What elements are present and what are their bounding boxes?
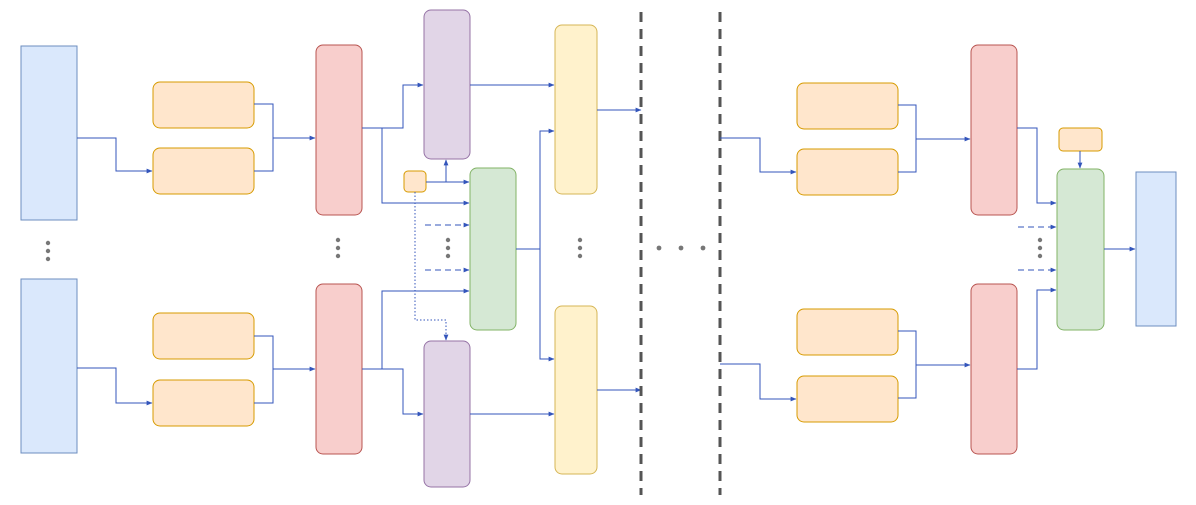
feature-block-4 <box>152 379 255 427</box>
edge-fusion-to-output-bottom <box>539 249 555 362</box>
final-control-block <box>1058 127 1103 152</box>
edge-merge-top-to-branch-top <box>362 82 424 129</box>
horizontal-ellipsis <box>656 245 706 251</box>
edge-final-merge-top-to-fusion <box>1017 127 1057 206</box>
edge-input-top-to-feature-2 <box>77 137 153 174</box>
edge-merge-bottom-to-fusion <box>381 288 470 369</box>
input-block-top <box>20 45 78 221</box>
input-block-bottom <box>20 278 78 454</box>
merge-block-top <box>315 44 363 216</box>
final-feature-block-1 <box>796 82 899 130</box>
edge-final-features-top-to-merge <box>898 104 970 173</box>
merge-block-bottom <box>315 283 363 455</box>
feature-block-3 <box>152 312 255 360</box>
vertical-ellipsis-final-fusion-inputs <box>1037 237 1043 259</box>
feature-block-2 <box>152 147 255 195</box>
edge-merge-bottom-to-branch-bottom <box>362 368 424 417</box>
branch-block-top <box>423 9 471 160</box>
vertical-ellipsis-inputs <box>45 240 51 262</box>
control-block <box>403 170 427 193</box>
vertical-ellipsis-merge <box>335 237 341 259</box>
vertical-ellipsis-outputs <box>577 237 583 259</box>
final-fusion-block <box>1056 168 1105 331</box>
edge-final-in-top <box>720 137 797 175</box>
edge-features-bottom-to-merge <box>254 335 315 404</box>
output-block-top <box>554 24 598 195</box>
edge-final-features-bottom-to-merge <box>898 330 970 399</box>
final-merge-block-bottom <box>970 283 1018 455</box>
edge-features-top-to-merge <box>254 103 315 172</box>
edge-final-merge-bottom-to-fusion <box>1017 287 1057 370</box>
final-feature-block-3 <box>796 308 899 356</box>
final-output-block <box>1135 171 1177 327</box>
fusion-block <box>469 167 517 331</box>
branch-block-bottom <box>423 340 471 488</box>
vertical-ellipsis-fusion-inputs <box>445 237 451 259</box>
output-block-bottom <box>554 305 598 475</box>
final-merge-block-top <box>970 44 1018 216</box>
final-feature-block-4 <box>796 375 899 423</box>
edge-final-in-bottom <box>720 363 797 402</box>
edge-input-bottom-to-feature-4 <box>77 367 153 406</box>
edge-fusion-to-output-top <box>516 128 555 250</box>
edge-control-to-branch-bottom <box>414 192 449 341</box>
final-feature-block-2 <box>796 148 899 196</box>
edge-merge-top-to-fusion <box>381 128 470 206</box>
feature-block-1 <box>152 81 255 129</box>
